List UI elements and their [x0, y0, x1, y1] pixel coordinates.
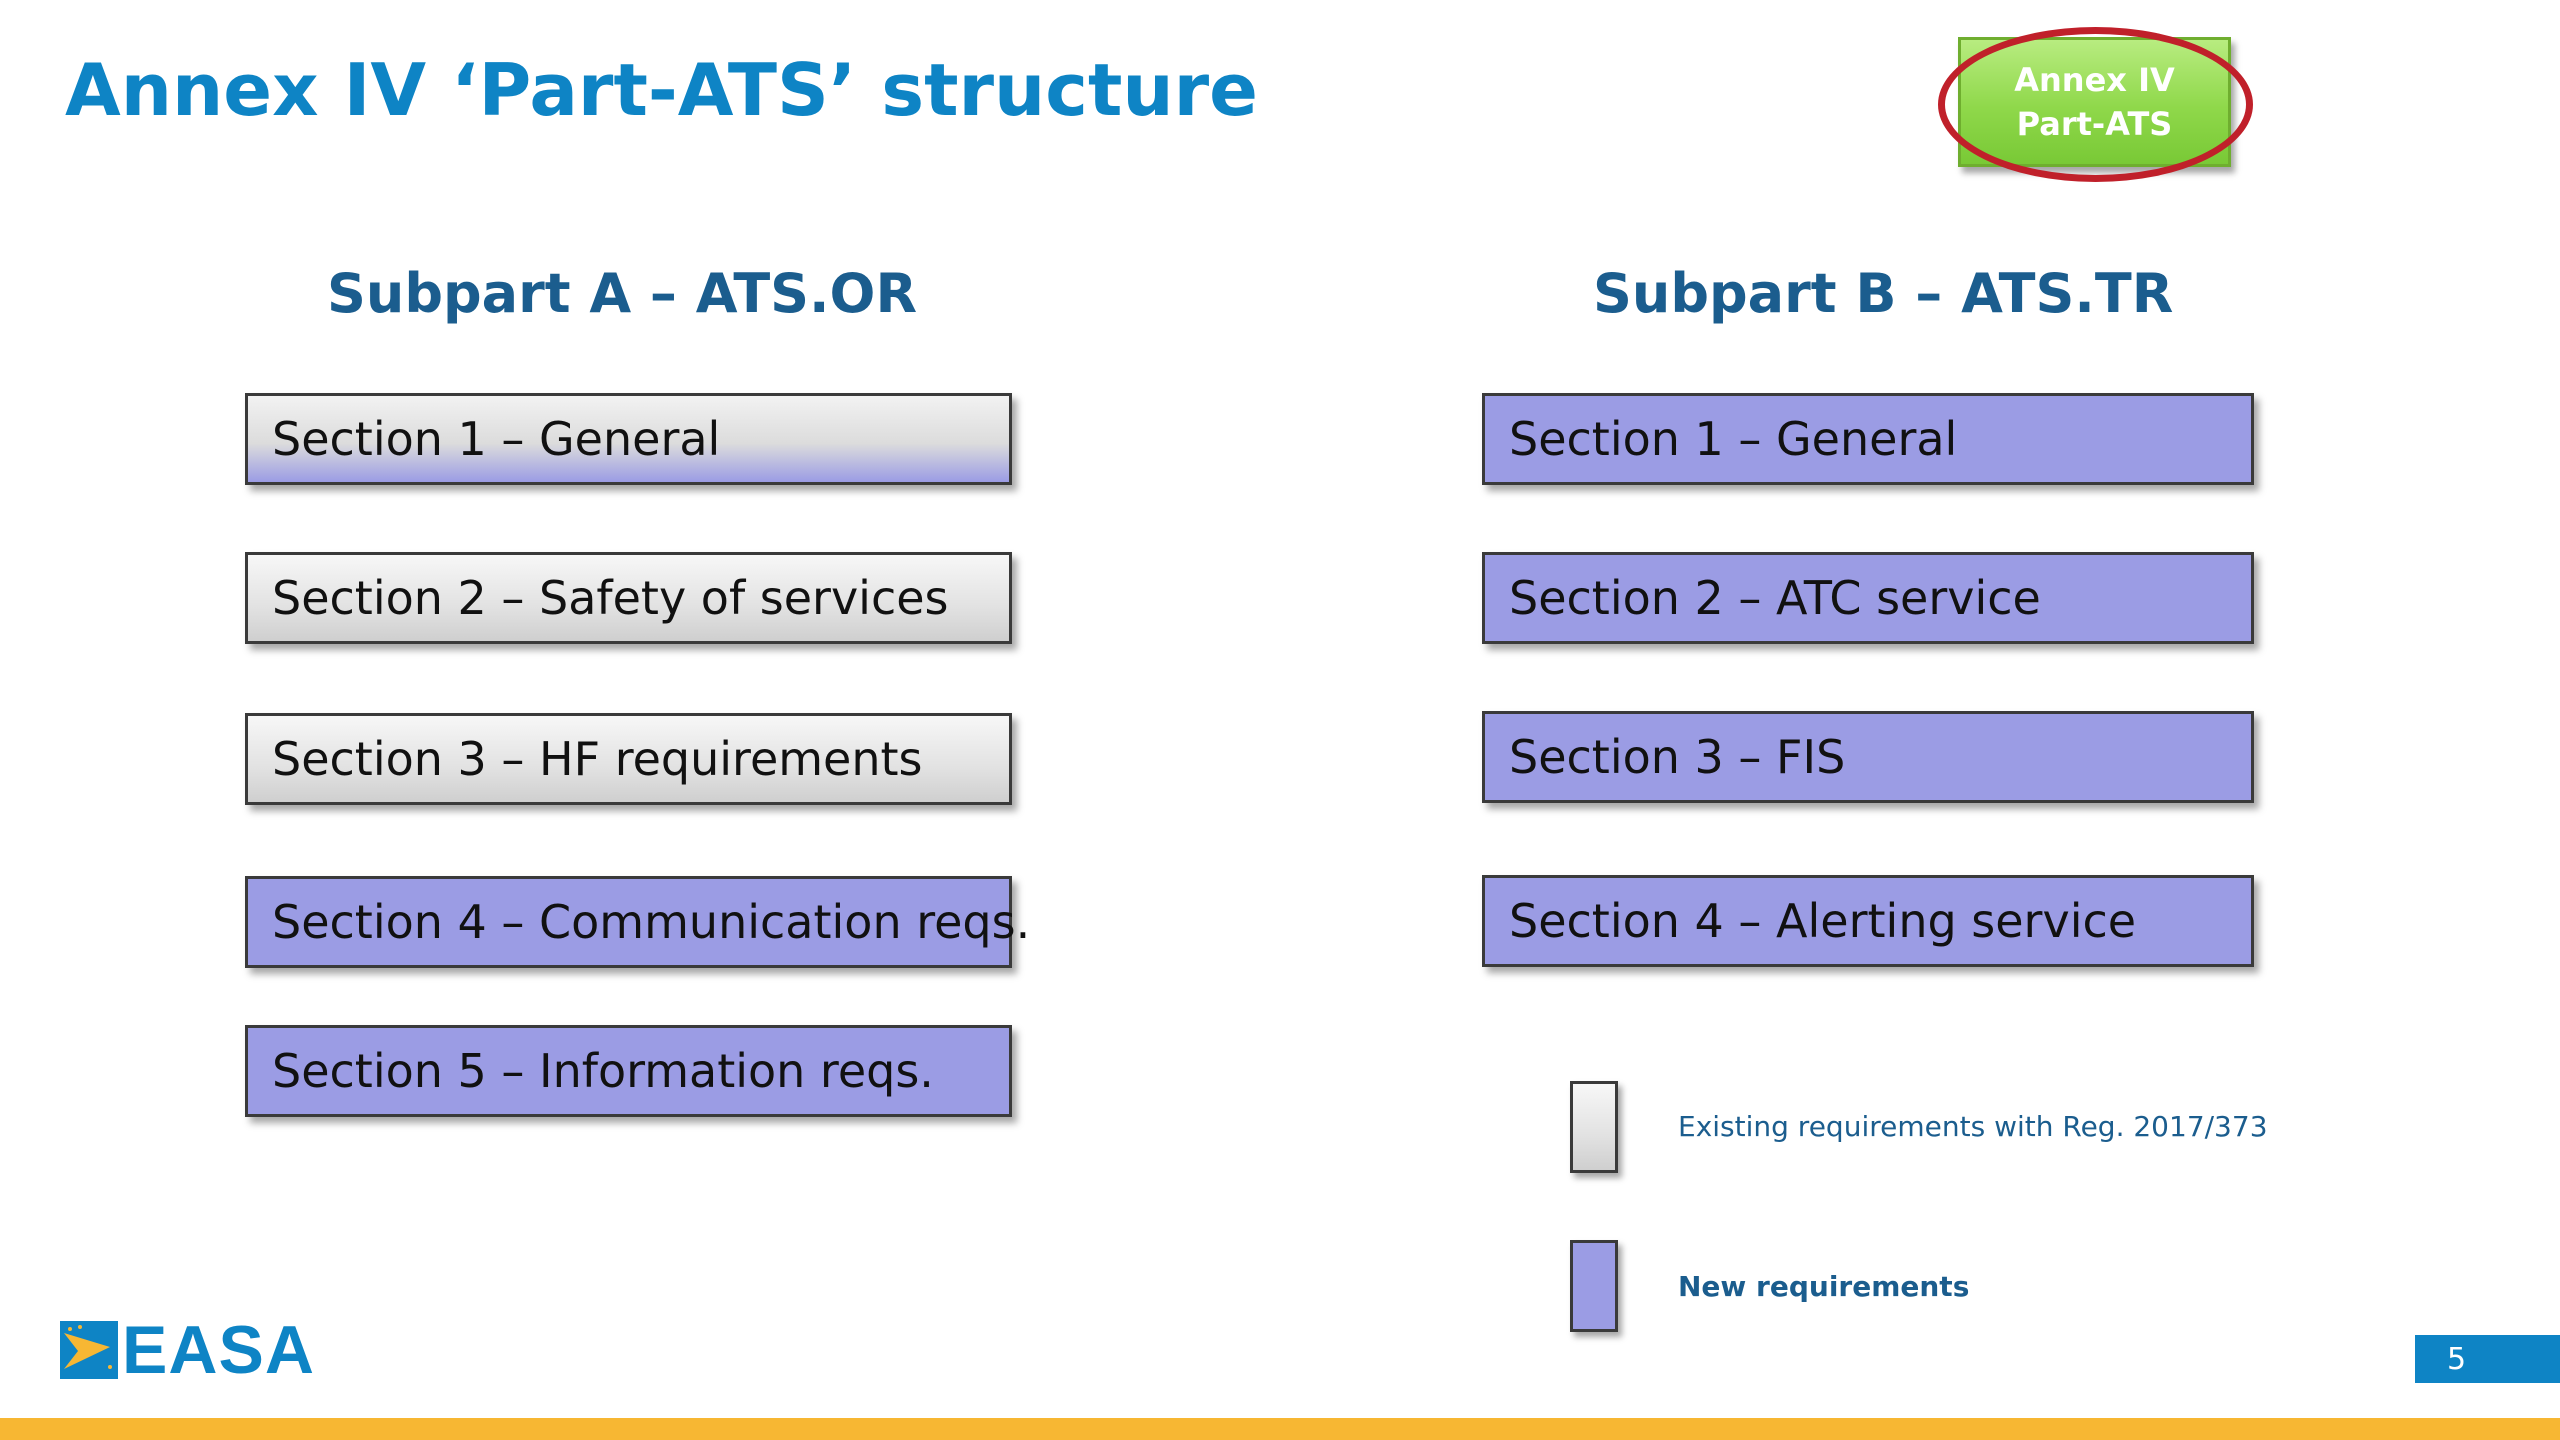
- subpart-a-section-1: Section 1 – General: [245, 393, 1012, 485]
- subpart-a-section-3: Section 3 – HF requirements: [245, 713, 1012, 805]
- subpart-b-section-2: Section 2 – ATC service: [1482, 552, 2254, 644]
- legend-new-swatch: [1570, 1240, 1618, 1332]
- page-number-text: 5: [2447, 1341, 2467, 1377]
- page-number: 5: [2415, 1335, 2560, 1383]
- highlight-ellipse: [1938, 27, 2253, 182]
- easa-logo-mark-icon: [60, 1321, 118, 1379]
- easa-logo-text: EASA: [122, 1312, 315, 1388]
- subpart-a-section-5: Section 5 – Information reqs.: [245, 1025, 1012, 1117]
- easa-logo: EASA: [60, 1312, 315, 1388]
- slide-title: Annex IV ‘Part-ATS’ structure: [65, 48, 1258, 132]
- subpart-b-section-1: Section 1 – General: [1482, 393, 2254, 485]
- subpart-b-section-3: Section 3 – FIS: [1482, 711, 2254, 803]
- subpart-a-heading: Subpart A – ATS.OR: [327, 262, 918, 325]
- legend-existing-label: Existing requirements with Reg. 2017/373: [1678, 1110, 2268, 1143]
- footer-bar: [0, 1418, 2560, 1440]
- subpart-b-section-4: Section 4 – Alerting service: [1482, 875, 2254, 967]
- subpart-b-heading: Subpart B – ATS.TR: [1593, 262, 2174, 325]
- subpart-a-section-2: Section 2 – Safety of services: [245, 552, 1012, 644]
- subpart-a-section-4: Section 4 – Communication reqs.: [245, 876, 1030, 968]
- legend-new-label: New requirements: [1678, 1270, 1970, 1303]
- legend-existing-swatch: [1570, 1081, 1618, 1173]
